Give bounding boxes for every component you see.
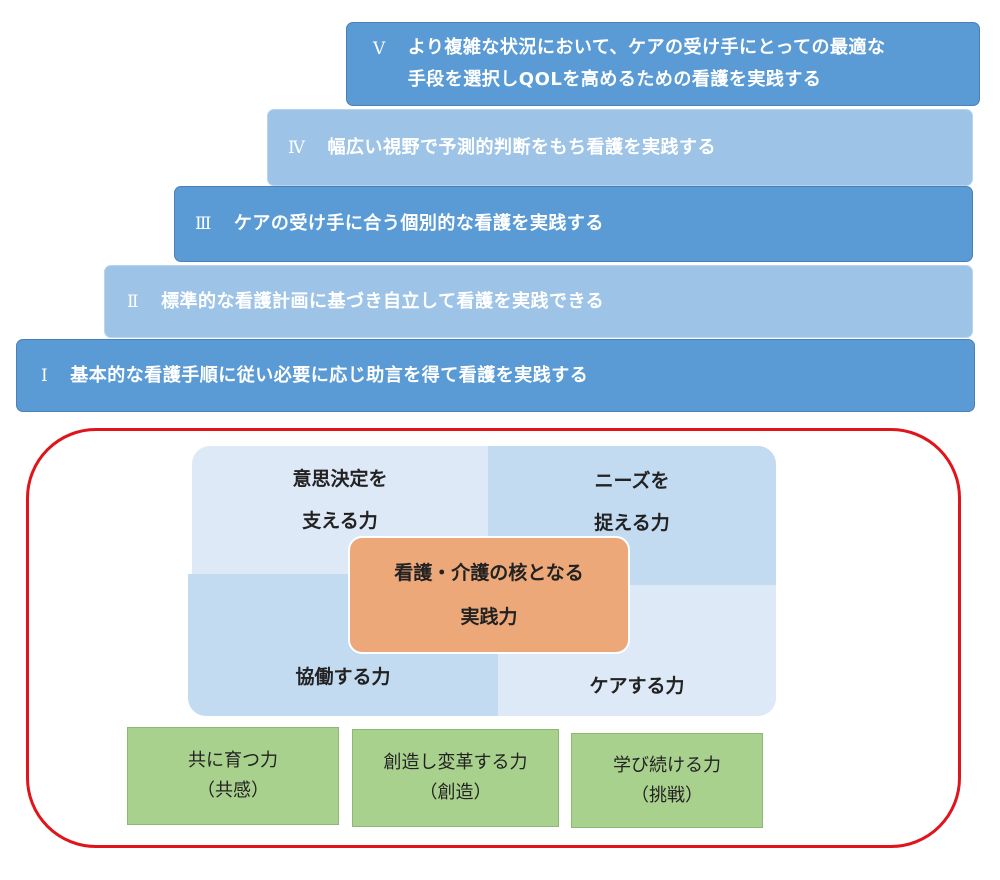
step-level-3: Ⅲ ケアの受け手に合う個別的な看護を実践する: [174, 186, 973, 262]
quadrant-needs-assessment-line2: 捉える力: [594, 512, 670, 534]
step-level-4: Ⅳ 幅広い視野で予測的判断をもち看護を実践する: [267, 109, 973, 186]
core-competency-frame: [26, 428, 961, 848]
foundation-create-innovate: 創造し変革する力 （創造）: [352, 729, 559, 827]
foundation-create-innovate-line2: （創造）: [419, 782, 492, 803]
step-level-4-number: Ⅳ: [288, 137, 306, 158]
core-practice-box: 看護・介護の核となる 実践力: [348, 536, 630, 654]
quadrant-decision-support-line1: 意思決定を: [292, 468, 388, 490]
foundation-keep-learning-line1: 学び続ける力: [613, 754, 721, 776]
step-level-2: Ⅱ 標準的な看護計画に基づき自立して看護を実践できる: [104, 265, 973, 338]
step-level-1-text: 基本的な看護手順に従い必要に応じ助言を得て看護を実践する: [70, 364, 589, 386]
step-level-2-number: Ⅱ: [127, 291, 140, 312]
step-level-5-number: Ⅴ: [373, 39, 386, 59]
step-level-5-text-line1: より複雑な状況において、ケアの受け手にとっての最適な: [407, 37, 886, 58]
quadrant-care-text: ケアする力: [589, 675, 685, 697]
foundation-grow-together: 共に育つ力 （共感）: [127, 727, 339, 825]
step-level-1: Ⅰ 基本的な看護手順に従い必要に応じ助言を得て看護を実践する: [16, 339, 975, 412]
step-level-5: Ⅴ より複雑な状況において、ケアの受け手にとっての最適な 手段を選択しQOLを高…: [346, 22, 980, 106]
core-practice-line2: 実践力: [460, 606, 518, 628]
quadrant-collaboration-text: 協働する力: [295, 666, 391, 688]
core-practice-line1: 看護・介護の核となる: [394, 562, 584, 584]
quadrant-needs-assessment-line1: ニーズを: [594, 470, 670, 492]
foundation-grow-together-line2: （共感）: [197, 780, 269, 801]
step-level-4-text: 幅広い視野で予測的判断をもち看護を実践する: [327, 136, 716, 158]
foundation-create-innovate-line1: 創造し変革する力: [383, 752, 528, 773]
foundation-grow-together-line1: 共に育つ力: [188, 750, 278, 771]
step-level-1-number: Ⅰ: [41, 365, 49, 386]
foundation-keep-learning: 学び続ける力 （挑戦）: [571, 733, 763, 828]
step-level-3-number: Ⅲ: [195, 214, 212, 234]
step-level-2-text: 標準的な看護計画に基づき自立して看護を実践できる: [161, 290, 605, 312]
step-level-3-text: ケアの受け手に合う個別的な看護を実践する: [233, 213, 604, 234]
foundation-keep-learning-line2: （挑戦）: [631, 784, 703, 806]
step-level-5-text-line2: 手段を選択しQOLを高めるための看護を実践する: [407, 69, 822, 90]
quadrant-decision-support-line2: 支える力: [302, 510, 378, 532]
